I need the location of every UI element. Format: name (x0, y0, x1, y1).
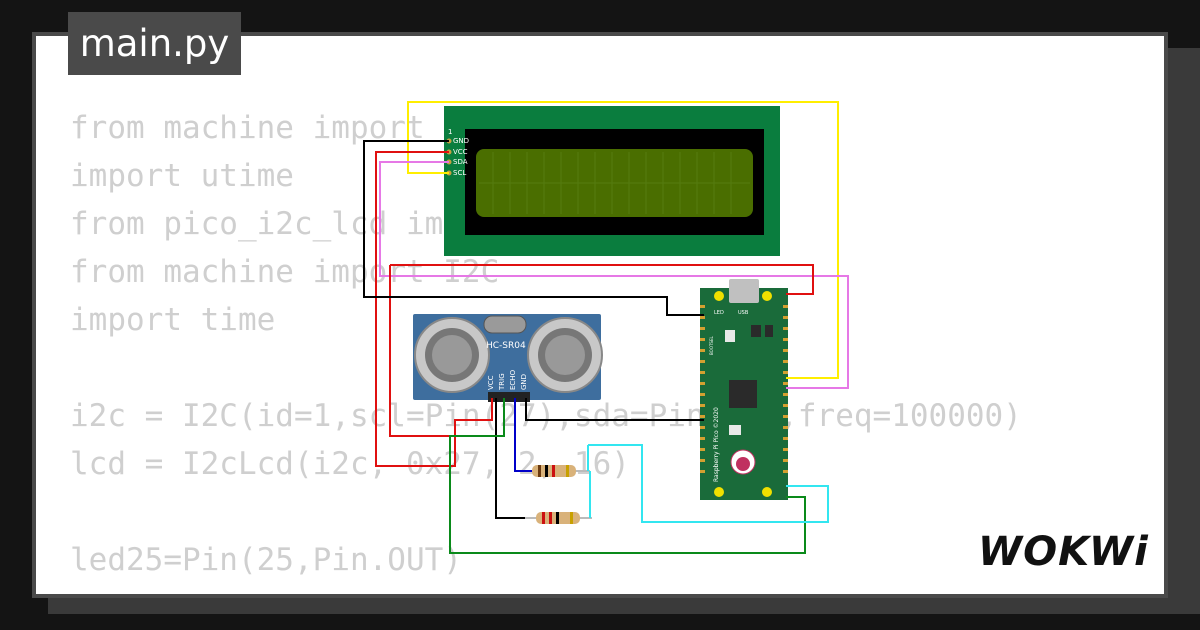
wire-black-lcd (363, 140, 704, 316)
sensor-pin-trig: TRIG (498, 373, 506, 391)
wire-black-gnd (525, 398, 704, 421)
resistor-2[interactable] (525, 512, 592, 524)
code-line: lcd = I2cLcd(i2c, 0x27, 2, 16) (70, 446, 630, 482)
pico-usb-label: USB (738, 310, 749, 316)
wire-violet (379, 161, 849, 389)
code-line: i2c = I2C(id=1,scl=Pin(27),sda=Pin(26),f… (70, 398, 1022, 434)
code-line: import time (70, 302, 276, 338)
code-line: from machine import I2C (70, 254, 500, 290)
code-line: import utime (70, 158, 294, 194)
pico-led-label: LED (714, 310, 724, 316)
wire-red-lcd (375, 151, 493, 467)
wire-red-return (389, 265, 462, 437)
wokwi-logo-text: WOKWi (978, 529, 1149, 574)
raspberry-pi-pico[interactable]: USB LED Raspberry Pi Pico ©2020 BOOTSEL (700, 279, 788, 500)
wires (363, 101, 849, 554)
code-line: led25=Pin(25,Pin.OUT) (70, 542, 462, 578)
wire-green (449, 398, 806, 554)
pico-board-label: Raspberry Pi Pico ©2020 (713, 407, 720, 482)
sensor-pin-vcc: VCC (487, 375, 495, 390)
ultrasonic-sensor[interactable]: HC-SR04 VCC TRIG ECHO GND (413, 314, 603, 402)
wire-red-pico (390, 264, 814, 295)
sensor-pin-gnd: GND (520, 374, 528, 390)
file-tab[interactable]: main.py (68, 12, 241, 75)
lcd-pin-gnd: GND (453, 137, 469, 145)
lcd-pin-scl: SCL (453, 169, 466, 177)
code-line: trigger=Pin(16, Pin.OUT) (70, 584, 1022, 594)
lcd-display[interactable]: 1 GND VCC SDA SCL (444, 106, 780, 256)
lcd-pin-number: 1 (448, 128, 452, 136)
pico-bootsel-label: BOOTSEL (709, 336, 714, 355)
sensor-pin-echo: ECHO (509, 369, 517, 390)
lcd-pin-vcc: VCC (453, 148, 468, 156)
wire-black-trig (495, 398, 525, 519)
lcd-pin-sda: SDA (453, 158, 468, 166)
wire-cyan-2 (588, 444, 829, 523)
sensor-label: HC-SR04 (486, 341, 526, 351)
wire-yellow (407, 101, 839, 379)
wokwi-logo[interactable]: WOKWi (978, 528, 1150, 574)
wire-blue (514, 398, 532, 472)
